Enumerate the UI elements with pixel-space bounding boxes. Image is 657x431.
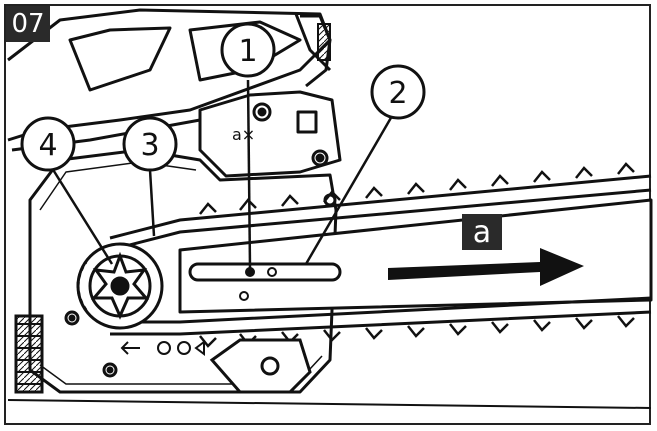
- callout-3-label: 3: [140, 128, 159, 163]
- callout-1: 1: [220, 22, 276, 78]
- callout-leader-lines: [50, 79, 394, 269]
- motor-housing-detail: a×: [198, 90, 342, 178]
- callout-4: 4: [20, 116, 76, 172]
- leader-line-3: [148, 169, 156, 237]
- figure-number-badge: 07: [6, 6, 50, 42]
- svg-text:a×: a×: [232, 125, 255, 144]
- callout-2: 2: [370, 64, 426, 120]
- callout-1-circle: [220, 22, 276, 78]
- callout-3: 3: [122, 116, 178, 172]
- saw-chain-upper: [109, 162, 652, 252]
- lower-bracket: [7, 338, 652, 409]
- leader-line-2: [304, 115, 394, 265]
- direction-label: a: [462, 214, 502, 250]
- callout-1-label: 1: [238, 34, 257, 69]
- hand-guard: [300, 14, 332, 88]
- pull-direction-arrow-icon: [388, 248, 584, 286]
- callout-4-label: 4: [38, 128, 57, 163]
- leader-line-1: [246, 79, 252, 269]
- direction-label-text: a: [473, 215, 491, 250]
- chain-sprocket: [76, 242, 164, 330]
- callout-2-label: 2: [388, 76, 407, 111]
- direction-label-box: [462, 214, 502, 250]
- leader-line-4: [50, 167, 114, 265]
- callout-4-circle: [20, 116, 76, 172]
- callout-2-circle: [370, 64, 426, 120]
- callout-3-circle: [122, 116, 178, 172]
- tension-adjust-wheel: [14, 314, 44, 394]
- rotation-hint-arrow: [120, 340, 205, 356]
